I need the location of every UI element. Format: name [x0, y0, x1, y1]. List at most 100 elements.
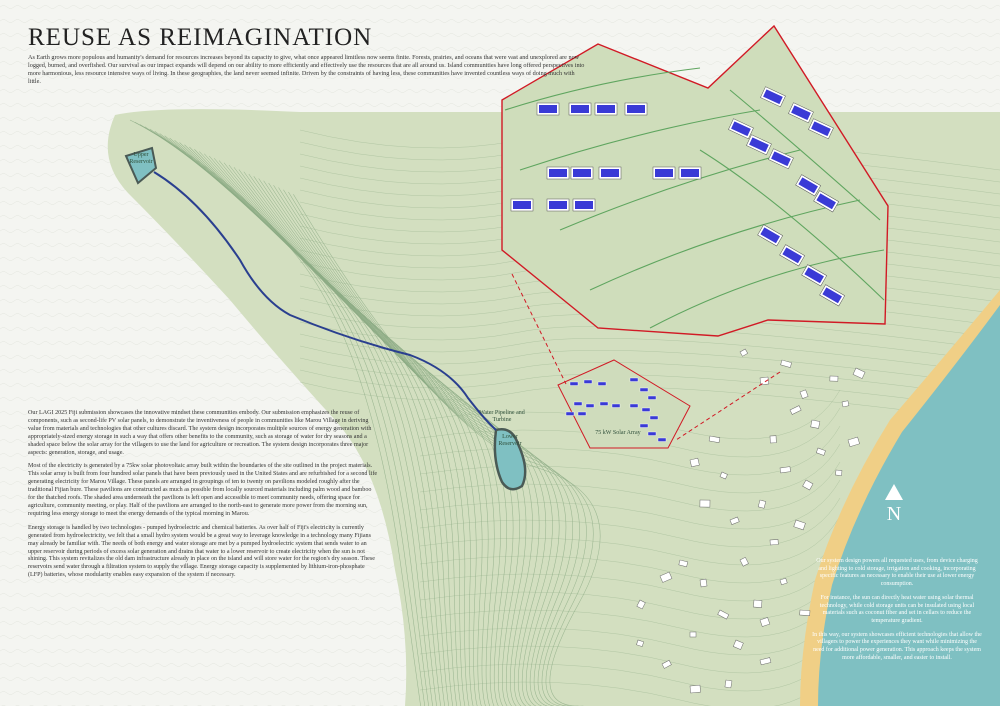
- house: [739, 348, 749, 357]
- solar-panel: [585, 403, 595, 408]
- upper-reservoir: [124, 146, 158, 185]
- house: [769, 435, 777, 444]
- contour-line: [299, 345, 1000, 387]
- solar-panel: [647, 431, 657, 436]
- contour-line: [213, 158, 505, 706]
- solar-panel: [731, 121, 751, 137]
- solar-panel: [599, 401, 609, 406]
- house: [689, 631, 697, 638]
- house: [699, 499, 711, 508]
- solar-panel: [763, 89, 783, 105]
- solar-pavilion: [779, 244, 806, 267]
- solar-panel: [539, 105, 557, 113]
- house: [699, 578, 708, 588]
- solar-panel: [822, 287, 842, 304]
- contour-line: [419, 479, 841, 530]
- solar-panel: [627, 105, 645, 113]
- solar-panel: [639, 423, 649, 428]
- contour-line: [419, 587, 841, 638]
- sea: [818, 305, 1000, 706]
- house: [779, 577, 788, 586]
- solar-pavilions: [510, 86, 846, 307]
- solar-panel: [597, 381, 607, 386]
- contour-line: [419, 515, 841, 566]
- house: [779, 466, 791, 474]
- contour-line: [419, 497, 841, 548]
- solar-panel: [804, 267, 824, 284]
- solar-pavilion: [598, 166, 622, 180]
- contour-line: [299, 369, 1000, 411]
- contour-line: [419, 461, 841, 512]
- description-column: Our LAGI 2025 Fiji submission showcases …: [28, 410, 378, 586]
- solar-pavilion: [594, 102, 618, 116]
- solar-panel: [513, 201, 531, 209]
- house: [799, 389, 809, 399]
- solar-pavilion: [795, 174, 822, 197]
- solar-pavilion: [801, 264, 828, 287]
- house: [753, 599, 763, 608]
- water-pipeline: [153, 171, 497, 431]
- solar-pavilion: [768, 148, 794, 170]
- house: [719, 471, 728, 480]
- solar-panel: [798, 177, 818, 194]
- solar-pavilion: [570, 166, 594, 180]
- upper-reservoir-label: Upper Reservoir: [129, 152, 153, 165]
- house: [769, 539, 779, 546]
- solar-panel: [573, 169, 591, 177]
- north-label: N: [886, 503, 902, 525]
- village-houses: [636, 348, 866, 694]
- solar-pavilion: [652, 166, 676, 180]
- contour-line: [419, 551, 841, 602]
- solar-panel: [681, 169, 699, 177]
- solar-pavilion: [568, 102, 592, 116]
- solar-panel: [760, 227, 780, 244]
- solar-panel: [641, 407, 651, 412]
- lower-reservoir-label: Lower Reservoir: [498, 434, 522, 447]
- house: [802, 479, 814, 491]
- solar-panel: [549, 201, 567, 209]
- terrace-line: [589, 199, 861, 291]
- house: [717, 609, 730, 620]
- house: [793, 519, 806, 531]
- house: [852, 367, 866, 379]
- house: [810, 419, 821, 429]
- house: [636, 639, 645, 647]
- solar-panel: [639, 387, 649, 392]
- lower-reservoir: [493, 428, 527, 491]
- house: [799, 609, 811, 616]
- solar-panel: [791, 105, 811, 121]
- usage-paragraph: Our system design powers all requested u…: [816, 558, 978, 588]
- terrace-line: [729, 89, 881, 221]
- contour-line: [299, 321, 1000, 363]
- solar-pavilion: [813, 190, 840, 213]
- solar-panel: [573, 401, 583, 406]
- solar-pavilion: [546, 166, 570, 180]
- solar-panel: [811, 121, 831, 137]
- solar-panel: [647, 395, 657, 400]
- solar-panel: [782, 247, 802, 264]
- house: [659, 571, 673, 583]
- contour-line: [288, 191, 594, 706]
- contour-line: [278, 187, 580, 706]
- north-arrow-icon: [885, 484, 903, 500]
- solar-pavilion: [536, 102, 560, 116]
- contour-line: [419, 569, 841, 620]
- house: [689, 457, 700, 468]
- solar-panel: [749, 137, 769, 153]
- pipeline-label: Water Pipeline and Turbine: [479, 410, 525, 423]
- house: [661, 659, 672, 669]
- house: [689, 684, 701, 694]
- solar-array-label: 75 kW Solar Array: [595, 430, 641, 436]
- solar-panel: [583, 379, 593, 384]
- solar-panel: [577, 411, 587, 416]
- house: [847, 436, 860, 448]
- contour-line: [419, 533, 841, 584]
- terrace-line: [504, 67, 701, 111]
- contour-line: [419, 605, 841, 656]
- contour-line: [258, 178, 553, 706]
- solar-panel: [549, 169, 567, 177]
- solar-pavilion: [510, 198, 534, 212]
- solar-pavilion: [760, 86, 786, 108]
- house: [841, 400, 850, 408]
- solar-panel: [657, 437, 667, 442]
